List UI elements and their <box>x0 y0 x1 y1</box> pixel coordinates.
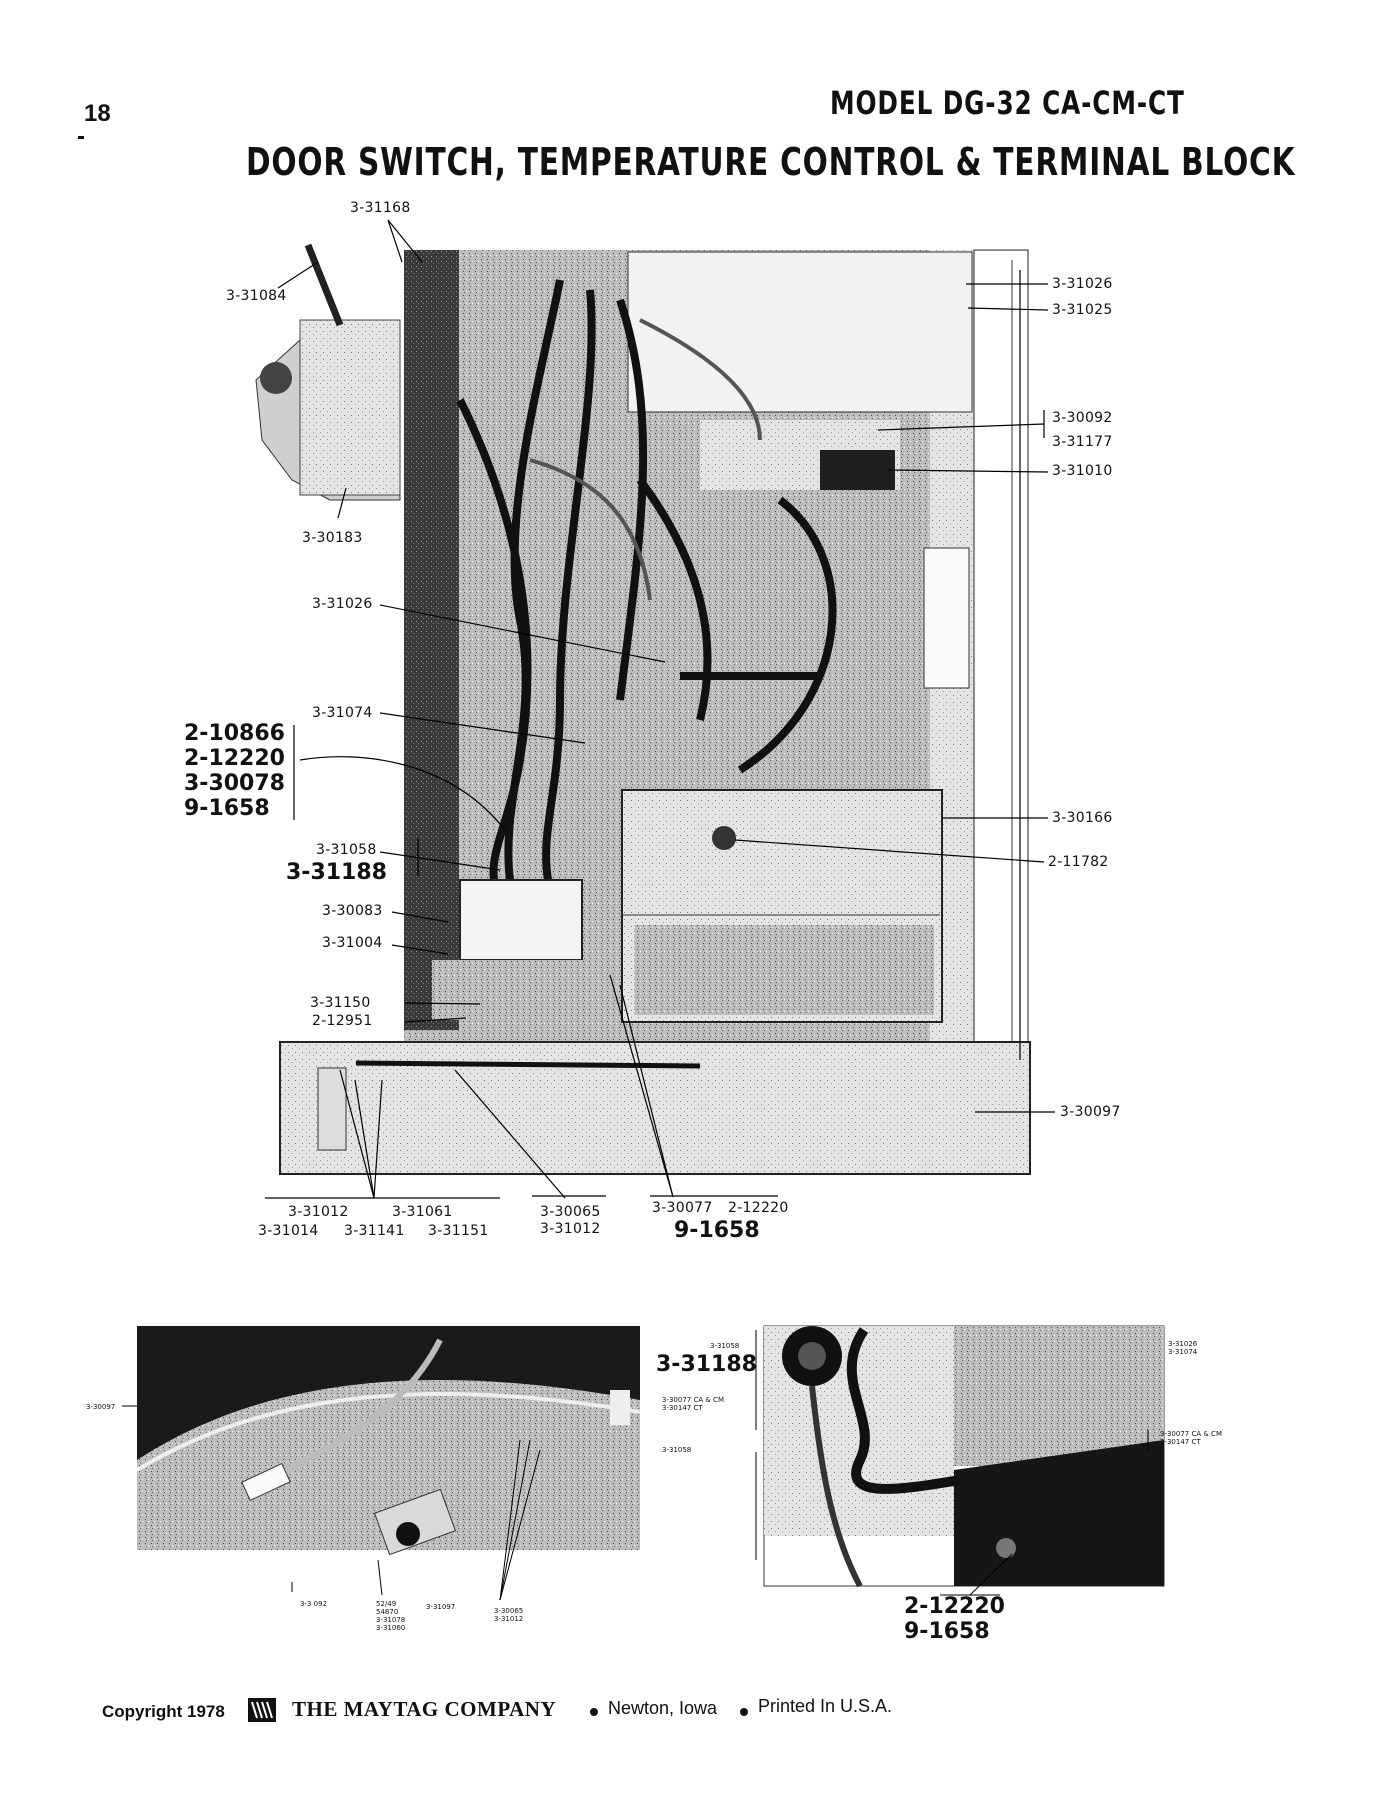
label-3-31012-a: 3-31012 <box>288 1204 349 1220</box>
label-3-31026-right: 3-31026 <box>1052 276 1113 292</box>
group-left-item: 2-10866 <box>184 721 285 746</box>
label-3-30097: 3-30097 <box>1060 1104 1121 1120</box>
group-left-item: 3-30078 <box>184 771 285 796</box>
inset-right-label-3-31058: 3-31058 <box>662 1446 692 1454</box>
label-3-31061: 3-31061 <box>392 1204 453 1220</box>
label-2-12220-b: 2-12220 <box>728 1200 789 1216</box>
label-3-31141: 3-31141 <box>344 1223 405 1239</box>
page-number: 18 <box>84 100 111 127</box>
label-3-31058: 3-31058 <box>316 842 377 858</box>
inset-right-big-labels: 2-12220 9-1658 <box>904 1594 1005 1644</box>
bullet-icon <box>590 1708 598 1716</box>
inset-left-label-b3: 3-31097 <box>426 1603 456 1611</box>
label-2-11782: 2-11782 <box>1048 854 1109 870</box>
model-heading: MODEL DG-32 CA-CM-CT <box>830 84 1185 122</box>
group-left-item: 9-1658 <box>184 796 270 821</box>
inset-right-label-r-top: 3-31026 3-31074 <box>1168 1340 1198 1356</box>
inset-right-label-small-top: 3-31058 <box>710 1342 740 1350</box>
footer-city: Newton, Iowa <box>608 1698 718 1718</box>
label-3-31004: 3-31004 <box>322 935 383 951</box>
label-3-31025: 3-31025 <box>1052 302 1113 318</box>
label-3-30166: 3-30166 <box>1052 810 1113 826</box>
page-number-tick <box>78 136 84 139</box>
label-9-1658-b: 9-1658 <box>674 1218 760 1243</box>
label-3-31168: 3-31168 <box>350 200 411 216</box>
label-3-31026-left: 3-31026 <box>312 596 373 612</box>
label-3-31150: 3-31150 <box>310 995 371 1011</box>
label-3-31151: 3-31151 <box>428 1223 489 1239</box>
group-left-item: 2-12220 <box>184 746 285 771</box>
part-group-left: 2-10866 2-12220 3-30078 9-1658 <box>184 721 285 821</box>
label-3-31074: 3-31074 <box>312 705 373 721</box>
inset-right-big-item: 2-12220 <box>904 1594 1005 1619</box>
label-3-31188: 3-31188 <box>286 860 387 885</box>
inset-left-label-side: 3-30097 <box>86 1403 116 1411</box>
label-3-31014: 3-31014 <box>258 1223 319 1239</box>
inset-right-label-r-mid: 3-30077 CA & CM 3-30147 CT <box>1160 1430 1222 1446</box>
footer-printed: Printed In U.S.A. <box>758 1696 893 1716</box>
label-2-12951: 2-12951 <box>312 1013 373 1029</box>
label-3-30183: 3-30183 <box>302 530 363 546</box>
bullet-icon <box>740 1708 748 1716</box>
footer-copyright: Copyright 1978 <box>102 1702 225 1721</box>
label-3-30065: 3-30065 <box>540 1204 601 1220</box>
label-3-31177: 3-31177 <box>1052 434 1113 450</box>
label-3-31012-b: 3-31012 <box>540 1221 601 1237</box>
label-3-30077: 3-30077 <box>652 1200 713 1216</box>
label-3-30083: 3-30083 <box>322 903 383 919</box>
footer-company: THE MAYTAG COMPANY <box>292 1697 557 1721</box>
inset-left-label-b2: 52/49 54870 3-31078 3-31060 <box>376 1600 406 1632</box>
inset-left-label-b1: 3-3 092 <box>300 1600 328 1608</box>
page-title: DOOR SWITCH, TEMPERATURE CONTROL & TERMI… <box>246 140 1296 184</box>
maytag-logo-icon <box>248 1698 276 1722</box>
inset-right-label-30077: 3-30077 CA & CM 3-30147 CT <box>662 1396 724 1412</box>
label-3-31084: 3-31084 <box>226 288 287 304</box>
inset-left-label-b4: 3-30065 3-31012 <box>494 1607 524 1623</box>
label-3-31010: 3-31010 <box>1052 463 1113 479</box>
label-3-30092: 3-30092 <box>1052 410 1113 426</box>
inset-right-big-item: 9-1658 <box>904 1619 990 1644</box>
inset-right-label-3-31188: 3-31188 <box>656 1352 757 1377</box>
